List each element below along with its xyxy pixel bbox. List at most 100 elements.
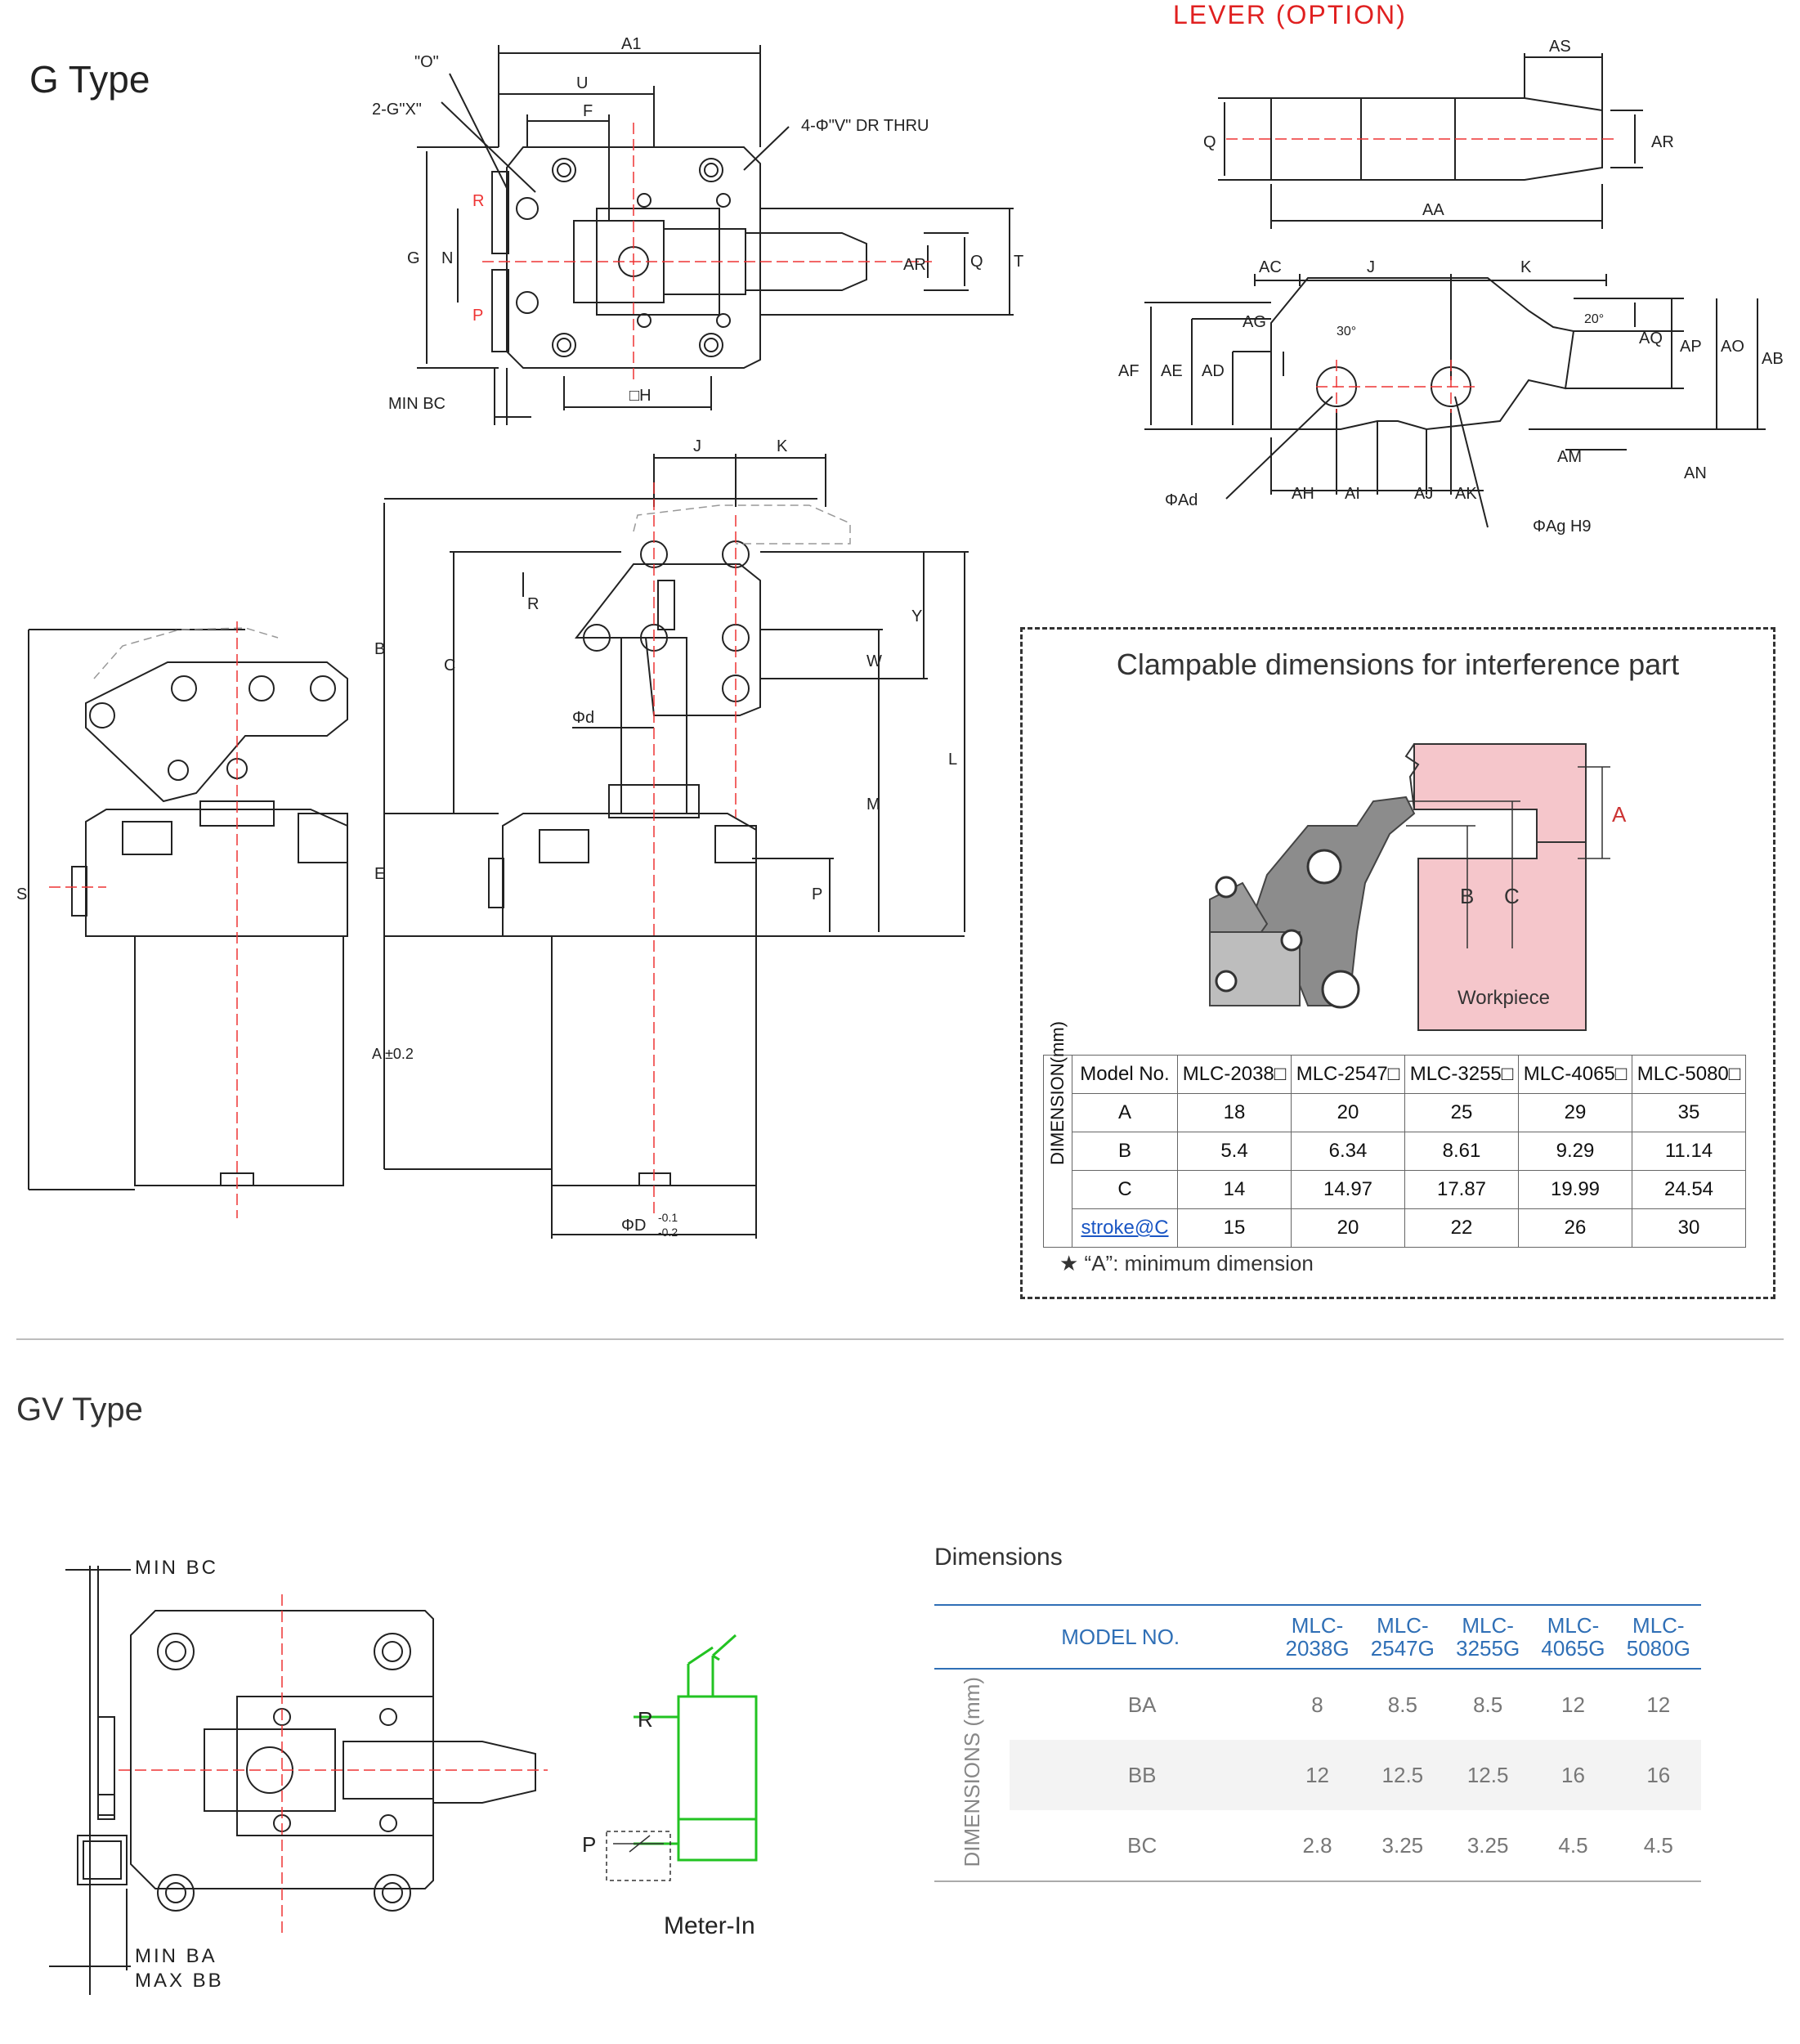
lever-dim-aa: AA — [1422, 201, 1444, 219]
lever-dim-q: Q — [1203, 133, 1216, 151]
lever-dim-an: AN — [1684, 464, 1707, 482]
circuit-r: R — [638, 1707, 653, 1732]
side-dim-s: S — [16, 885, 27, 903]
lever-dim-ak: AK — [1455, 485, 1477, 503]
lever-dim-ag: AG — [1243, 313, 1266, 331]
dims-model-4: MLC-4065G — [1530, 1604, 1616, 1670]
dimension-header: DIMENSION(mm) — [1043, 1021, 1072, 1248]
dim-gx: 2-G"X" — [372, 101, 422, 119]
side-dim-a: A ±0.2 — [372, 1046, 414, 1062]
side-view-drawing: J K S B C R Φd E A ±0.2 W Y M L P ΦD -0.… — [16, 437, 969, 1239]
dimensions-table: MODEL NO. MLC-2038G MLC-2547G MLC-3255G … — [934, 1604, 1701, 1882]
dim-h: □H — [629, 387, 651, 405]
side-dim-r: R — [527, 595, 539, 613]
dim-n: N — [441, 249, 453, 267]
model-col-4: MLC-4065□ — [1518, 1055, 1632, 1094]
dim-o: "O" — [414, 53, 439, 71]
lever-dim-ar: AR — [1651, 133, 1674, 151]
lever-option-title: LEVER (OPTION) — [1173, 0, 1407, 29]
clamp-label-a: A — [1612, 802, 1627, 827]
side-dim-c: C — [444, 657, 455, 675]
side-dim-m: M — [866, 796, 880, 814]
clampable-table: DIMENSION(mm) Model No. MLC-2038□ MLC-25… — [1043, 1021, 1746, 1248]
lever-dim-k: K — [1520, 258, 1532, 276]
side-dim-j: J — [693, 437, 701, 455]
dim-a1: A1 — [621, 35, 641, 53]
meter-in-circuit: R P Meter-In — [582, 1634, 758, 1939]
lever-dim-ab: AB — [1762, 350, 1784, 368]
dimensions-title: Dimensions — [934, 1544, 1063, 1571]
side-dim-e: E — [374, 865, 385, 883]
gv-max-bb: MAX BB — [135, 1970, 224, 1992]
dim-t: T — [1014, 253, 1023, 271]
g-type-title: G Type — [29, 58, 150, 101]
side-dim-w: W — [866, 652, 882, 670]
lever-dim-phi-ag: ΦAg H9 — [1533, 518, 1592, 536]
dims-model-5: MLC-5080G — [1615, 1604, 1701, 1670]
dim-p-port: P — [472, 307, 483, 325]
lever-angle-30: 30° — [1337, 325, 1356, 338]
dim-g: G — [407, 249, 420, 267]
gv-type-title: GV Type — [16, 1392, 143, 1428]
clampable-dimensions-box — [1020, 627, 1775, 1299]
dim-min-bc: MIN BC — [388, 395, 446, 413]
clampable-note: ★ “A”: minimum dimension — [1059, 1251, 1314, 1275]
circuit-p: P — [582, 1832, 596, 1857]
lever-dim-ai: AI — [1345, 485, 1360, 503]
lever-dim-ae: AE — [1161, 362, 1183, 380]
gv-min-ba: MIN BA — [135, 1945, 217, 1967]
side-dim-dd: ΦD — [621, 1217, 646, 1235]
model-col-5: MLC-5080□ — [1632, 1055, 1746, 1094]
dims-model-2: MLC-2547G — [1359, 1604, 1445, 1670]
side-dim-l: L — [948, 751, 957, 769]
dim-r-port: R — [472, 192, 484, 210]
dim-u: U — [576, 74, 588, 92]
side-dim-p: P — [812, 885, 822, 903]
lever-angle-20: 20° — [1584, 312, 1604, 326]
lever-dim-as: AS — [1549, 38, 1571, 56]
lever-dim-ad: AD — [1202, 362, 1225, 380]
clamp-label-c: C — [1504, 884, 1520, 908]
dims-model-1: MLC-2038G — [1274, 1604, 1360, 1670]
side-dim-dd-tol-bot: -0.2 — [658, 1226, 678, 1239]
gv-min-bc: MIN BC — [135, 1557, 218, 1579]
model-col-2: MLC-2547□ — [1291, 1055, 1405, 1094]
top-view-drawing: A1 "O" U 2-G"X" F 4-Φ"V" DR THRU R P G N… — [372, 35, 1023, 425]
workpiece-label: Workpiece — [1457, 987, 1550, 1009]
lever-dim-aj: AJ — [1414, 485, 1433, 503]
dims-model-3: MLC-3255G — [1445, 1604, 1531, 1670]
clamp-illustration: A B C Workpiece — [1209, 743, 1627, 1031]
lever-dim-am: AM — [1557, 448, 1582, 466]
model-col-1: MLC-2038□ — [1177, 1055, 1292, 1094]
side-dim-k: K — [777, 437, 788, 455]
gv-type-drawing: MIN BC MIN BA MAX BB — [49, 1557, 548, 1995]
lever-dim-ac: AC — [1259, 258, 1282, 276]
lever-drawing: AS Q AR AA AC J K AF AE AD AG 30° 20° AQ… — [1118, 38, 1784, 536]
side-dim-dd-tol-top: -0.1 — [658, 1211, 678, 1224]
model-no-header: MODEL NO. — [934, 1604, 1275, 1670]
side-dim-b: B — [374, 640, 385, 658]
clampable-title: Clampable dimensions for interference pa… — [1116, 648, 1680, 681]
lever-dim-ao: AO — [1721, 338, 1744, 356]
clamp-label-b: B — [1460, 884, 1474, 908]
side-dim-y: Y — [911, 607, 922, 625]
lever-dim-af: AF — [1118, 362, 1140, 380]
dimensions-side-label: DIMENSIONS (mm) — [934, 1669, 1010, 1882]
dim-f: F — [583, 102, 593, 120]
stroke-link[interactable]: stroke@C — [1081, 1217, 1169, 1239]
dim-q: Q — [970, 253, 983, 271]
lever-dim-ap: AP — [1680, 338, 1702, 356]
lever-dim-aq: AQ — [1639, 329, 1663, 347]
section-divider — [16, 1338, 1784, 1340]
model-header: Model No. — [1072, 1055, 1178, 1094]
dim-v: 4-Φ"V" DR THRU — [801, 117, 929, 135]
dim-ar: AR — [903, 256, 926, 274]
meter-in-label: Meter-In — [664, 1912, 755, 1939]
